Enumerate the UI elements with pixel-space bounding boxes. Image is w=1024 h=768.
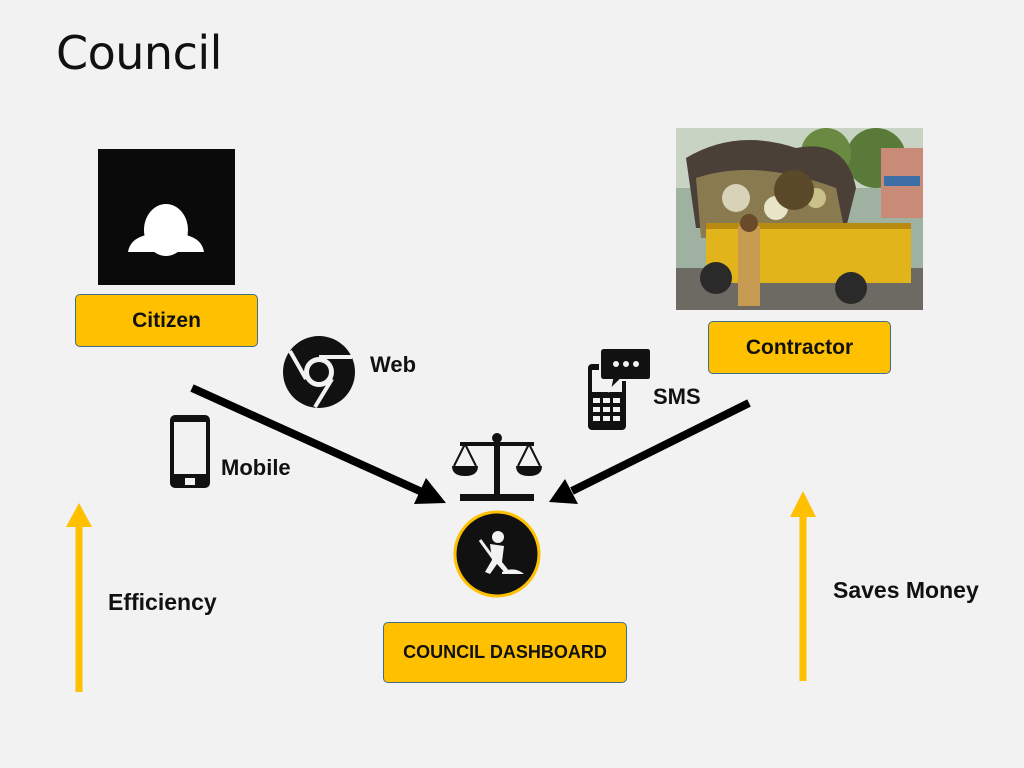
efficiency-label: Efficiency [108, 589, 217, 615]
citizen-label: Citizen [75, 294, 258, 347]
sms-label: SMS [653, 384, 701, 409]
citizen-avatar [98, 149, 235, 285]
contractor-to-dashboard-arrow [570, 399, 751, 495]
page-title: Council [56, 26, 222, 80]
contractor-label: Contractor [708, 321, 891, 374]
mobile-label: Mobile [221, 455, 291, 480]
citizen-label-text: Citizen [132, 308, 201, 332]
efficiency-arrowhead [66, 503, 92, 527]
contractor-photo [676, 128, 923, 310]
person-silhouette-icon [128, 204, 204, 256]
contractor-arrowhead [549, 479, 578, 504]
citizen-to-dashboard-arrow [190, 384, 424, 496]
garbage-truck-photo [676, 128, 923, 310]
web-browser-icon [282, 335, 356, 409]
worker-digging-icon [452, 510, 542, 598]
sms-icon [586, 346, 652, 432]
council-dashboard-text: COUNCIL DASHBOARD [403, 642, 607, 662]
web-label: Web [370, 352, 417, 377]
council-dashboard-label: COUNCIL DASHBOARD [383, 622, 627, 683]
citizen-arrowhead [414, 478, 446, 504]
mobile-phone-icon [169, 414, 211, 489]
saves-money-label: Saves Money [833, 577, 979, 603]
saves-money-arrowhead [790, 491, 816, 517]
scales-icon [452, 432, 542, 502]
contractor-label-text: Contractor [745, 335, 854, 359]
